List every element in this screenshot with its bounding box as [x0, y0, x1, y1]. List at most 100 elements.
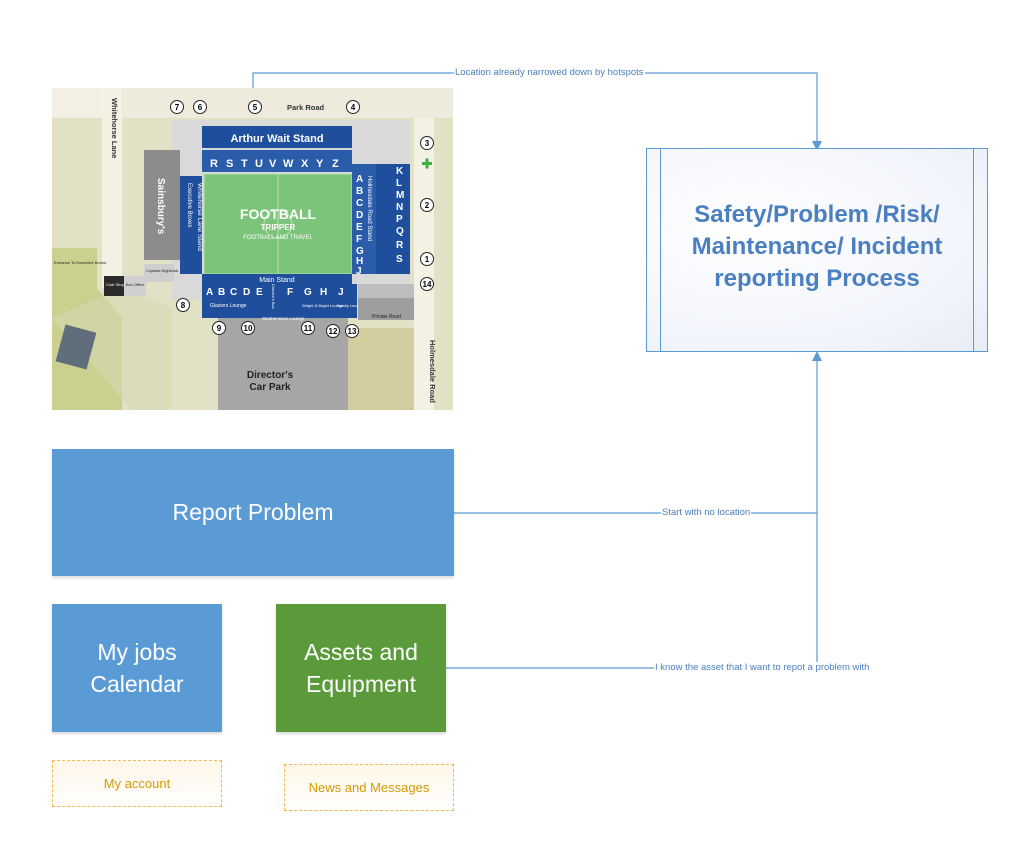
- holmesdale-letter: F: [356, 234, 362, 245]
- directors-car-park-label-2: Car Park: [249, 382, 291, 393]
- whitehorse-stand-label: Whitehorse Lane Stand: [196, 183, 203, 251]
- gate-number: 1: [425, 255, 430, 264]
- arthur-wait-stand-label: Arthur Wait Stand: [230, 133, 323, 145]
- main-stand-label: Main Stand: [259, 277, 295, 284]
- right-letter: M: [396, 190, 404, 201]
- right-stand-letters: K L M N P Q R S: [396, 166, 404, 265]
- holmesdale-letter: H: [356, 256, 363, 267]
- process-box: Safety/Problem /Risk/ Maintenance/ Incid…: [646, 148, 988, 352]
- holmesdale-letter: A: [356, 174, 363, 185]
- report-problem-button[interactable]: Report Problem: [52, 449, 454, 576]
- holmesdale-letter: C: [356, 198, 363, 209]
- process-box-right-bar: [973, 149, 974, 351]
- holmesdale-letter: J: [356, 266, 362, 277]
- right-letter: Q: [396, 226, 404, 237]
- gate-number: 9: [217, 324, 222, 333]
- directors-car-park-label-1: Director's: [247, 370, 294, 381]
- news-messages-label: News and Messages: [308, 780, 430, 795]
- crystals-label: Crystals Nightclub: [146, 268, 179, 273]
- holmesdale-letter: D: [356, 210, 363, 221]
- gate-number: 5: [253, 103, 258, 112]
- right-letter: N: [396, 202, 403, 213]
- stadium-map[interactable]: Park Road Whitehorse Lane Holmesdale Roa…: [52, 88, 453, 410]
- connector-label-asset: I know the asset that I want to repot a …: [654, 662, 871, 673]
- gate-number: 7: [175, 103, 180, 112]
- arthur-letter: U: [255, 158, 263, 170]
- main-letter: G: [304, 287, 312, 298]
- arthur-letter: R: [210, 158, 218, 170]
- gate-number: 14: [423, 280, 432, 289]
- process-title: Safety/Problem /Risk/ Maintenance/ Incid…: [691, 201, 943, 292]
- executive-boxes-label: Executive Boxes: [186, 183, 192, 227]
- main-letter: B: [218, 287, 225, 298]
- main-stand-letters: A B C D E F G H J: [206, 287, 344, 298]
- arthur-letter: W: [283, 158, 294, 170]
- park-road-label: Park Road: [287, 103, 325, 112]
- main-letter: H: [320, 287, 327, 298]
- right-letter: R: [396, 240, 404, 251]
- holmesdale-road-label: Holmesdale Road: [428, 340, 437, 403]
- my-jobs-label-line1: My jobs: [97, 639, 177, 665]
- arthur-letter: S: [226, 158, 233, 170]
- right-letter: K: [396, 166, 404, 177]
- connector-label-no-location: Start with no location: [661, 507, 752, 518]
- first-aid-icon: [422, 158, 432, 169]
- right-letter: P: [396, 214, 403, 225]
- assets-label-line2: Equipment: [306, 671, 416, 697]
- whitehorse-lane-label: Whitehorse Lane: [110, 98, 119, 158]
- gate-number: 6: [198, 103, 203, 112]
- arthur-letter: T: [241, 158, 248, 170]
- gate-markers: 7 6 5 4 3 2 1 14 8 9 10 11 12 13: [170, 100, 434, 338]
- gate-number: 12: [329, 327, 338, 336]
- stephensons-lounge-label: Stephensons Lounge: [262, 316, 305, 321]
- logo-text-2: TRIPPER: [261, 223, 296, 232]
- arthur-letter: Z: [332, 158, 339, 170]
- news-messages-button[interactable]: News and Messages: [284, 764, 454, 811]
- gate-number: 11: [304, 324, 313, 333]
- gate-number: 4: [351, 103, 356, 112]
- wright-bright-lounge-label: Wright & Bright Lounge: [302, 303, 344, 308]
- holmesdale-stand-label: Holmesdale Road Stand: [366, 176, 372, 241]
- main-letter: C: [230, 287, 237, 298]
- main-letter: D: [243, 287, 250, 298]
- gate-number: 10: [244, 324, 253, 333]
- exec-entrance-label: Entrance To Executive Boxes: [54, 260, 106, 265]
- logo-text-3: FOOTBALL AND TRAVEL: [243, 235, 313, 241]
- my-account-label: My account: [103, 776, 171, 791]
- arthur-letter: Y: [316, 158, 324, 170]
- family-lounge-label: Family Lounge: [337, 303, 364, 308]
- glaziers-lounge-label: Glaziers Lounge: [210, 303, 247, 309]
- report-problem-label: Report Problem: [172, 499, 334, 525]
- asset-connector: [446, 513, 818, 669]
- gate-number: 3: [425, 139, 430, 148]
- main-letter: E: [256, 287, 263, 298]
- arthur-stand-letters: R S T U V W X Y Z: [210, 158, 339, 170]
- holmesdale-letter: E: [356, 222, 363, 233]
- box-office-label: Box Office: [126, 282, 145, 287]
- assets-equipment-button[interactable]: Assets and Equipment: [276, 604, 446, 732]
- connector-label-location: Location already narrowed down by hotspo…: [454, 67, 645, 78]
- right-letter: S: [396, 254, 403, 265]
- process-box-left-bar: [660, 149, 661, 351]
- main-letter: A: [206, 287, 213, 298]
- sainsburys-label: Sainsbury's: [155, 178, 166, 235]
- assets-label-line1: Assets and: [304, 639, 418, 665]
- my-account-button[interactable]: My account: [52, 760, 222, 807]
- holmesdale-letters: A B C D E F G H J: [356, 174, 364, 277]
- holmesdale-letter: B: [356, 186, 363, 197]
- my-jobs-label-line2: Calendar: [90, 671, 184, 697]
- holmesdale-letter: G: [356, 246, 364, 257]
- gate-number: 2: [425, 201, 430, 210]
- right-letter: L: [396, 178, 402, 189]
- main-letter: F: [287, 287, 293, 298]
- directors-box-label: Director's Box: [271, 284, 276, 309]
- report-connector: [454, 351, 822, 514]
- main-letter: J: [338, 287, 344, 298]
- arthur-letter: X: [301, 158, 309, 170]
- my-jobs-calendar-button[interactable]: My jobs Calendar: [52, 604, 222, 732]
- gate-number: 8: [181, 301, 186, 310]
- arthur-letter: V: [269, 158, 277, 170]
- gate-number: 13: [348, 327, 357, 336]
- logo-text-1: FOOTBALL: [240, 206, 317, 222]
- club-shop-label: Club Shop: [106, 282, 125, 287]
